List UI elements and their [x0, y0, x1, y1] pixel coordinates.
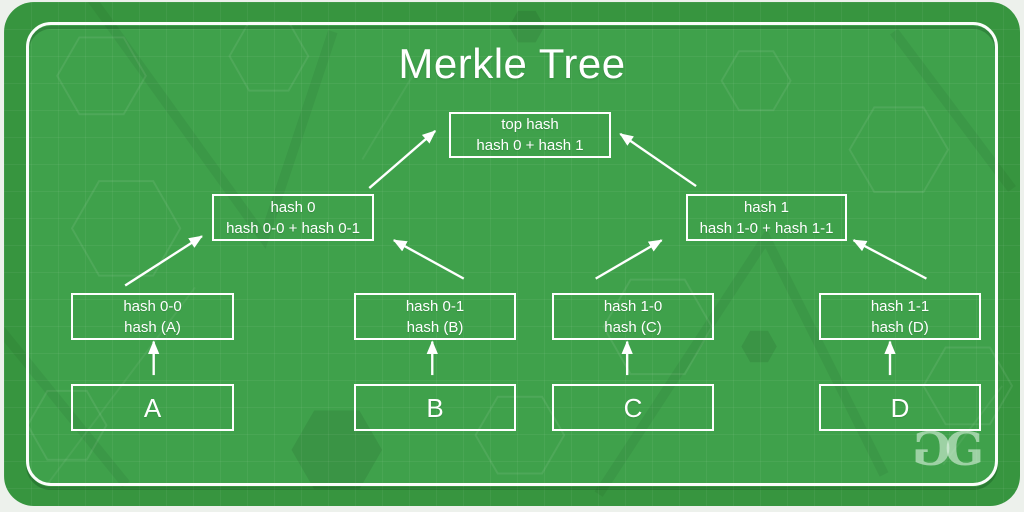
- banner-card: Merkle Tree top hash hash 0 + hash 1 has…: [4, 2, 1020, 506]
- geeksforgeeks-logo: GG: [912, 422, 984, 476]
- data-block-b-label: B: [426, 392, 444, 423]
- node-data-block-d: D: [819, 384, 981, 431]
- node-top-hash-line1: top hash: [501, 116, 559, 133]
- node-hash-0-0: hash 0-0 hash (A): [71, 293, 234, 340]
- node-hash-0: hash 0 hash 0-0 + hash 0-1: [212, 194, 374, 241]
- data-block-a-label: A: [143, 392, 162, 423]
- node-hash-0-1: hash 0-1 hash (B): [354, 293, 516, 340]
- node-hash-1-0: hash 1-0 hash (C): [552, 293, 714, 340]
- logo-letter-mirrored-g: G: [912, 422, 952, 476]
- node-hash-0-1-line1: hash 0-1: [405, 297, 465, 315]
- node-hash-1: hash 1 hash 1-0 + hash 1-1: [686, 194, 847, 241]
- node-hash-1-1: hash 1-1 hash (D): [819, 293, 981, 340]
- node-hash-0-1-line2: hash (B): [406, 318, 464, 336]
- node-hash-0-0-line1: hash 0-0: [123, 297, 182, 315]
- node-hash-1-1-line2: hash (D): [871, 318, 929, 336]
- node-hash-1-1-line1: hash 1-1: [870, 297, 930, 315]
- node-top-hash-line2: hash 0 + hash 1: [476, 137, 584, 154]
- node-data-block-b: B: [354, 384, 516, 431]
- node-hash-0-line1: hash 0: [270, 198, 316, 216]
- logo-letter-g: G: [944, 422, 984, 476]
- data-block-c-label: C: [623, 392, 643, 423]
- data-block-d-label: D: [890, 392, 910, 423]
- node-data-block-c: C: [552, 384, 714, 431]
- node-data-block-a: A: [71, 384, 234, 431]
- page-title: Merkle Tree: [398, 40, 626, 87]
- node-hash-1-line2: hash 1-0 + hash 1-1: [699, 219, 834, 237]
- node-top-hash: top hash hash 0 + hash 1: [449, 112, 611, 158]
- node-hash-0-0-line2: hash (A): [124, 318, 181, 336]
- inner-border-frame: [26, 22, 998, 486]
- node-hash-1-0-line1: hash 1-0: [603, 297, 663, 315]
- node-hash-0-line2: hash 0-0 + hash 0-1: [226, 219, 360, 237]
- node-hash-1-0-line2: hash (C): [604, 318, 662, 336]
- node-hash-1-line1: hash 1: [743, 198, 790, 216]
